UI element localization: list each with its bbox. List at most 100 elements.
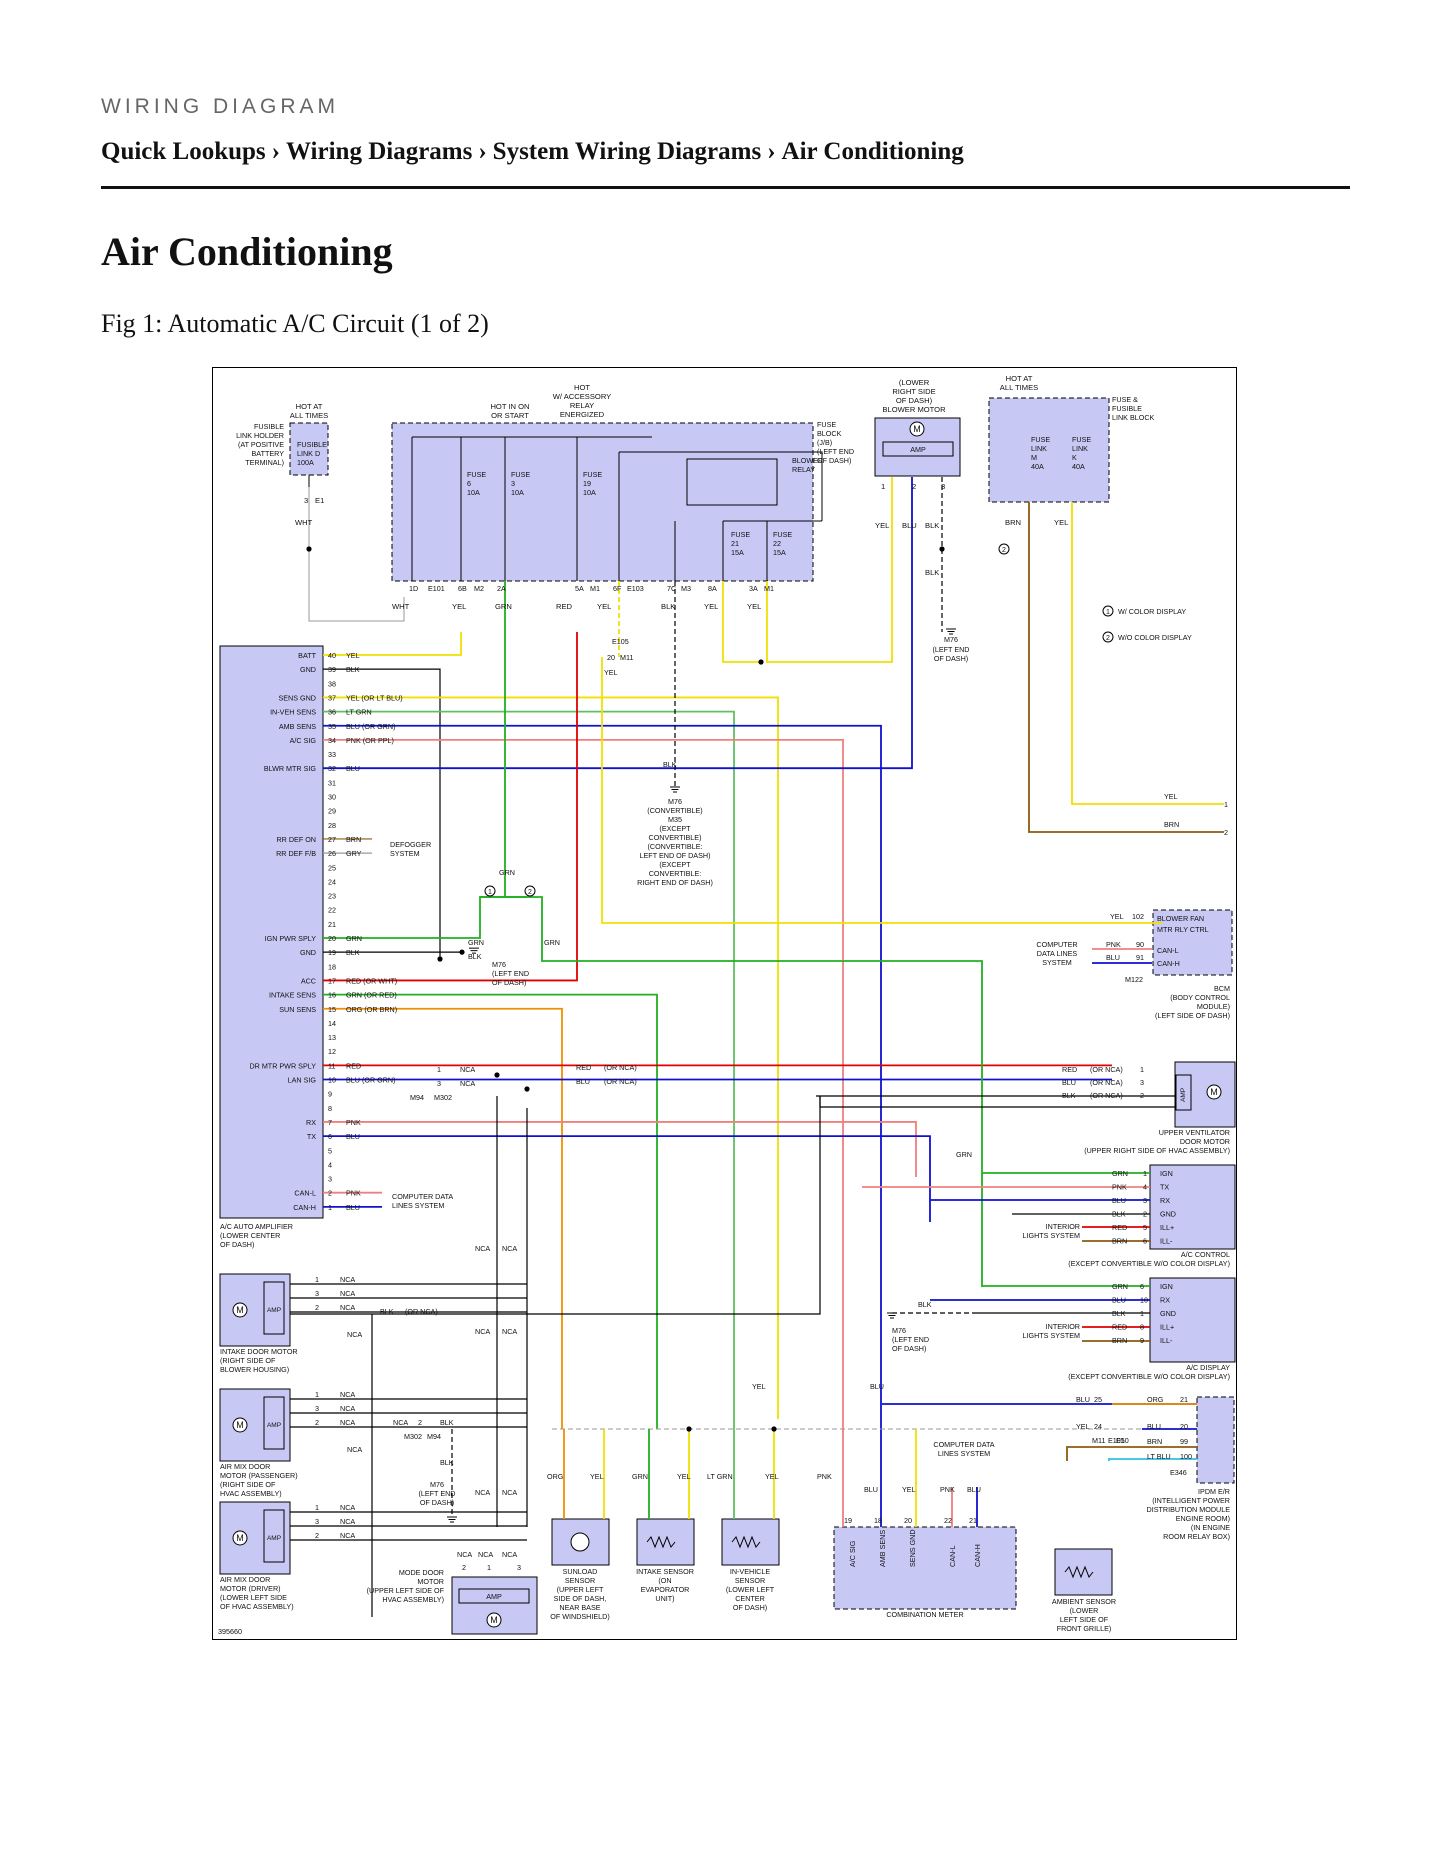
diagram-label: OF DASH) bbox=[733, 1603, 767, 1612]
diagram-label: OF DASH) bbox=[934, 654, 968, 663]
breadcrumb-quick-lookups[interactable]: Quick Lookups bbox=[101, 138, 266, 165]
diagram-label: BLU bbox=[1147, 1422, 1161, 1431]
photodiode-icon bbox=[570, 1532, 590, 1552]
legend-label: W/ COLOR DISPLAY bbox=[1118, 607, 1186, 616]
diagram-label: BLK bbox=[1112, 1210, 1126, 1219]
diagram-label: SENSOR bbox=[565, 1576, 595, 1585]
diagram-label: (UPPER LEFT SIDE OF bbox=[367, 1586, 445, 1595]
diagram-label: K bbox=[1072, 453, 1077, 462]
amp-pin-number: 40 bbox=[328, 651, 336, 660]
diagram-label: (LEFT END bbox=[892, 1335, 929, 1344]
amp-pin-number: 13 bbox=[328, 1033, 336, 1042]
amp-pin-number: 18 bbox=[328, 962, 336, 971]
diagram-label: YEL bbox=[597, 602, 611, 611]
amp-pin-number: 22 bbox=[328, 906, 336, 915]
diagram-label: M94 bbox=[427, 1432, 441, 1441]
option-number: 2 bbox=[1106, 635, 1110, 642]
diagram-label: 2 bbox=[1143, 1210, 1147, 1219]
diagram-label: RIGHT END OF DASH) bbox=[637, 878, 713, 887]
amp-pin-number: 17 bbox=[328, 976, 336, 985]
intake-door-motor-box-motor-icon bbox=[232, 1302, 248, 1318]
diagram-label: M94 bbox=[410, 1093, 424, 1102]
amp-pin-number: 6 bbox=[328, 1132, 332, 1141]
diagram-label: M302 bbox=[404, 1432, 422, 1441]
diagram-label: NEAR BASE bbox=[559, 1603, 600, 1612]
diagram-label: 3 bbox=[1143, 1196, 1147, 1205]
diagram-label: BLK bbox=[468, 952, 482, 961]
diagram-label: YEL bbox=[604, 668, 618, 677]
diagram-label: FUSE bbox=[817, 420, 836, 429]
diagram-label: BLK bbox=[925, 521, 939, 530]
amp-pin-number: 34 bbox=[328, 736, 336, 745]
wire bbox=[722, 581, 761, 663]
diagram-label: YEL bbox=[765, 1472, 779, 1481]
splice-node bbox=[494, 1072, 500, 1078]
motor-icon-letter: M bbox=[490, 1615, 498, 1625]
diagram-label: BLOCK bbox=[817, 429, 842, 438]
diagram-label: LINK bbox=[1031, 444, 1047, 453]
diagram-label: OF DASH) bbox=[420, 1498, 454, 1507]
diagram-label: 2 bbox=[315, 1531, 319, 1540]
diagram-label: BLU bbox=[576, 1077, 590, 1086]
diagram-label: M302 bbox=[434, 1093, 452, 1102]
diagram-label: 1 bbox=[1143, 1169, 1147, 1178]
breadcrumb-wiring-diagrams[interactable]: Wiring Diagrams bbox=[286, 138, 473, 165]
option-marker bbox=[524, 885, 536, 897]
amp-pin-wire-color: RED bbox=[346, 1061, 361, 1070]
diagram-label: BLU bbox=[967, 1485, 981, 1494]
diagram-label: (LOWER LEFT SIDE bbox=[220, 1593, 287, 1602]
breadcrumb-system-wiring-diagrams[interactable]: System Wiring Diagrams bbox=[492, 138, 762, 165]
diagram-label: FUSIBLE bbox=[297, 440, 327, 449]
diagram-label: NCA bbox=[502, 1488, 517, 1497]
diagram-label: BLU bbox=[870, 1382, 884, 1391]
thermistor-icon bbox=[646, 1535, 676, 1549]
option-number: 1 bbox=[488, 889, 492, 896]
meter-pin-label: CAN-L bbox=[948, 1545, 957, 1567]
diagram-label: 19 bbox=[583, 479, 591, 488]
diagram-label: 6 bbox=[467, 479, 471, 488]
amp-pin-number: 7 bbox=[328, 1118, 332, 1127]
diagram-label: M11 bbox=[620, 653, 633, 662]
diagram-label: 3 bbox=[1140, 1078, 1144, 1087]
diagram-label: YEL bbox=[1076, 1422, 1090, 1431]
splice-node bbox=[306, 546, 312, 552]
amp-pin-number: 1 bbox=[328, 1203, 332, 1212]
amp-pin-wire-color: BLU bbox=[346, 1132, 360, 1141]
mode-door-amp-box bbox=[458, 1588, 530, 1604]
amp-label: AMP bbox=[267, 1535, 281, 1542]
diagram-label: 10A bbox=[583, 488, 596, 497]
diagram-label: 40A bbox=[1031, 462, 1044, 471]
wire bbox=[619, 451, 823, 521]
amp-pin-wire-color: BLU bbox=[346, 764, 360, 773]
breadcrumb-air-conditioning[interactable]: Air Conditioning bbox=[781, 138, 964, 165]
diagram-label: (EXCEPT bbox=[659, 824, 691, 833]
diagram-label: E103 bbox=[627, 584, 644, 593]
diagram-label: NCA bbox=[502, 1327, 517, 1336]
amp-pin-label: RX bbox=[306, 1118, 316, 1127]
figure-caption: Fig 1: Automatic A/C Circuit (1 of 2) bbox=[101, 309, 489, 338]
diagram-label: (LEFT SIDE OF DASH) bbox=[1155, 1011, 1230, 1020]
amp-pin-number: 33 bbox=[328, 750, 336, 759]
diagram-label: OF HVAC ASSEMBLY) bbox=[220, 1602, 294, 1611]
diagram-label: BLK bbox=[440, 1418, 454, 1427]
diagram-label: BLOWER FAN bbox=[1157, 914, 1204, 923]
amp-label: AMP bbox=[486, 1592, 502, 1601]
diagram-label: M2 bbox=[474, 584, 484, 593]
meter-pin-label: AMB SENS bbox=[878, 1530, 887, 1567]
diagram-label: NCA bbox=[340, 1404, 355, 1413]
diagram-label: 3 bbox=[315, 1289, 319, 1298]
diagram-label: BLK bbox=[663, 760, 677, 769]
diagram-label: FUSE bbox=[773, 530, 792, 539]
diagram-label: AIR MIX DOOR bbox=[220, 1575, 270, 1584]
diagram-label: 4 bbox=[1143, 1183, 1147, 1192]
diagram-label: (LEFT END bbox=[418, 1489, 455, 1498]
amp-pin-wire-color: BLK bbox=[346, 665, 360, 674]
diagram-label: OF DASH) bbox=[492, 978, 526, 987]
diagram-label: FUSE bbox=[511, 470, 530, 479]
splice-node bbox=[459, 949, 465, 955]
diagram-label: LINK HOLDER bbox=[236, 431, 284, 440]
diagram-label: LT GRN bbox=[707, 1472, 733, 1481]
diagram-label: AMBIENT SENSOR bbox=[1052, 1597, 1116, 1606]
diagram-label: FRONT GRILLE) bbox=[1057, 1624, 1112, 1633]
splice-node bbox=[686, 1426, 692, 1432]
